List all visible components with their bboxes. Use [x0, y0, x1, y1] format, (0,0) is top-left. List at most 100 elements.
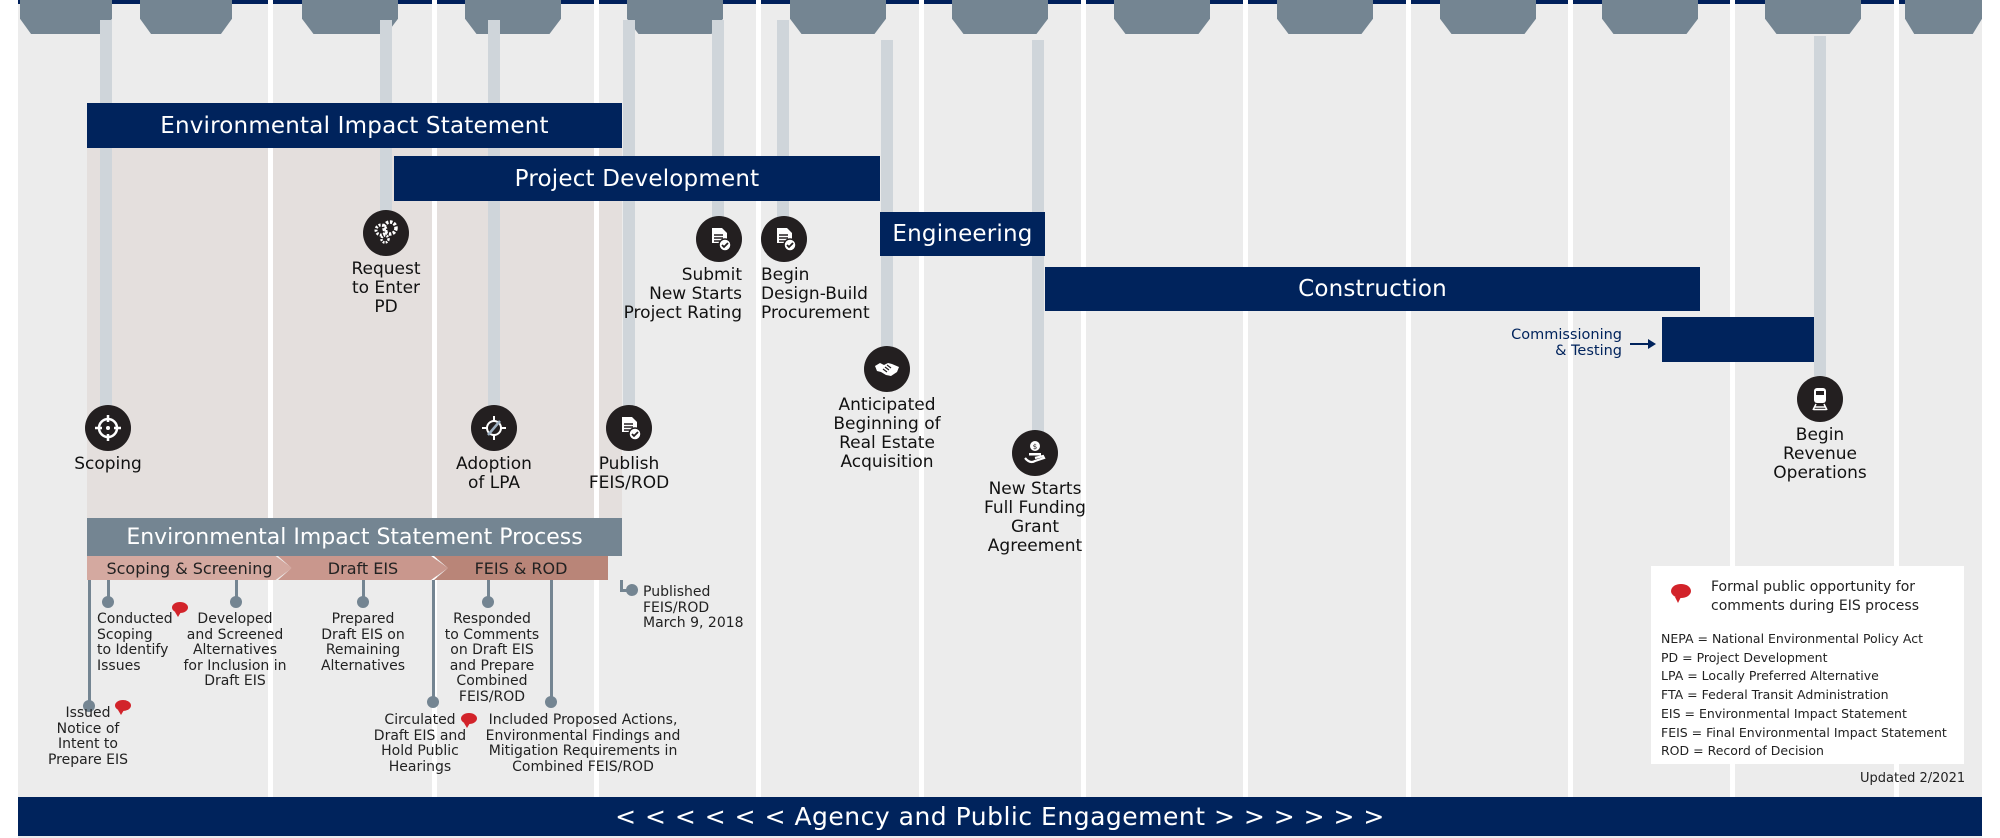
- year-tab: [1114, 0, 1210, 34]
- connector-line: [620, 589, 630, 592]
- document-check-icon: [606, 405, 652, 451]
- eis-phase-draft: Draft EIS: [278, 556, 448, 580]
- year-tab: [1905, 0, 1982, 34]
- milestone-ffga: $ New Starts Full Funding Grant Agreemen…: [960, 430, 1110, 556]
- milestone-revenue-ops: Begin Revenue Operations: [1760, 376, 1880, 483]
- connector-line: [432, 580, 435, 700]
- year-tab: [790, 0, 886, 34]
- eis-process-header: Environmental Impact Statement Process: [87, 518, 622, 556]
- abbreviation-item: ROD = Record of Decision: [1661, 743, 1824, 759]
- step-published-feis: Published FEIS/ROD March 9, 2018: [643, 584, 744, 631]
- phase-bar-label: Environmental Impact Statement: [160, 112, 549, 139]
- milestone-stem: [881, 40, 893, 350]
- year-tab: [140, 0, 232, 34]
- connector-line: [107, 580, 110, 600]
- milestone-submit-new-starts: Submit New Starts Project Rating: [612, 216, 742, 323]
- column-separator: [756, 0, 761, 800]
- milestone-publish-feis: Publish FEIS/ROD: [569, 405, 689, 493]
- comment-bubble-icon: [115, 700, 131, 715]
- column-separator: [594, 0, 599, 800]
- connector-dot: [482, 596, 494, 608]
- step-issued-noi: Issued Notice of Intent to Prepare EIS: [47, 705, 129, 768]
- updated-date: Updated 2/2021: [1860, 771, 1966, 786]
- step-circulated-draft: Circulated Draft EIS and Hold Public Hea…: [373, 712, 467, 775]
- year-tab: [20, 0, 112, 34]
- connector-dot: [230, 596, 242, 608]
- abbreviation-item: EIS = Environmental Impact Statement: [1661, 705, 1907, 721]
- comment-bubble-icon: [1671, 584, 1691, 603]
- abbreviation-item: LPA = Locally Preferred Alternative: [1661, 668, 1879, 684]
- connector-dot: [102, 596, 114, 608]
- comment-bubble-icon: [172, 602, 188, 617]
- document-check-icon: [696, 216, 742, 262]
- column-separator: [268, 0, 273, 800]
- document-check-icon: [761, 216, 807, 262]
- connector-line: [620, 580, 623, 592]
- year-tab: [465, 0, 561, 34]
- column-separator: [919, 0, 924, 800]
- connector-dot: [83, 700, 95, 712]
- commissioning-label: Commissioning & Testing: [1511, 327, 1622, 359]
- connector-line: [88, 580, 91, 705]
- year-tab: [1765, 0, 1861, 34]
- legend: Formal public opportunity for comments d…: [1651, 566, 1964, 764]
- svg-text:$: $: [1033, 443, 1037, 451]
- milestone-stem: [100, 20, 112, 410]
- step-developed-alternatives: Developed and Screened Alternatives for …: [183, 611, 287, 689]
- column-separator: [1406, 0, 1411, 800]
- step-responded-comments: Responded to Comments on Draft EIS and P…: [444, 611, 540, 705]
- column-separator: [1730, 0, 1735, 800]
- eis-phase-scoping: Scoping & Screening: [87, 556, 292, 580]
- column-separator: [432, 0, 437, 800]
- phase-bar-label: Engineering: [892, 221, 1033, 247]
- abbreviation-item: NEPA = National Environmental Policy Act: [1661, 631, 1923, 646]
- milestone-stem: [488, 20, 500, 410]
- phase-bar-eis: Environmental Impact Statement: [87, 103, 622, 148]
- phase-bar-label: Project Development: [514, 165, 760, 192]
- step-prepared-draft-eis: Prepared Draft EIS on Remaining Alternat…: [320, 611, 406, 674]
- arrow-right-icon: [1630, 339, 1656, 349]
- crosshair-icon: [85, 405, 131, 451]
- milestone-begin-design-build: Begin Design-Build Procurement: [761, 216, 891, 323]
- year-tab: [952, 0, 1048, 34]
- abbreviation-item: FTA = Federal Transit Administration: [1661, 687, 1889, 703]
- money-hand-icon: $: [1012, 430, 1058, 476]
- abbreviation-item: FEIS = Final Environmental Impact Statem…: [1661, 724, 1947, 740]
- engagement-footer-bar: < < < < < < Agency and Public Engagement…: [18, 797, 1982, 836]
- phase-bar-commissioning: [1662, 317, 1814, 362]
- step-conducted-scoping: Conducted Scoping to Identify Issues: [97, 611, 173, 674]
- column-separator: [1081, 0, 1086, 800]
- phase-bar-project-development: Project Development: [394, 156, 880, 201]
- abbreviation-list: NEPA = National Environmental Policy Act…: [1661, 630, 1947, 761]
- column-separator: [1243, 0, 1248, 800]
- handshake-icon: [864, 346, 910, 392]
- connector-dot: [427, 696, 439, 708]
- footer-label: < < < < < < Agency and Public Engagement…: [615, 802, 1385, 831]
- connector-line: [550, 580, 553, 700]
- abbreviation-item: PD = Project Development: [1661, 649, 1828, 665]
- phase-bar-engineering: Engineering: [880, 212, 1045, 256]
- connector-line: [235, 580, 238, 600]
- milestone-scoping: Scoping: [48, 405, 168, 474]
- year-tab: [627, 0, 723, 34]
- year-tab: [1602, 0, 1698, 34]
- step-included-actions: Included Proposed Actions, Environmental…: [485, 712, 681, 775]
- column-separator: [1568, 0, 1573, 800]
- milestone-request-pd: Request to Enter PD: [326, 210, 446, 317]
- milestone-stem: [1814, 36, 1826, 376]
- eis-phase-feis: FEIS & ROD: [434, 556, 608, 580]
- compass-icon: [471, 405, 517, 451]
- phase-bar-label: Construction: [1298, 276, 1447, 302]
- legend-comment-text: Formal public opportunity for comments d…: [1711, 579, 1919, 614]
- connector-dot: [626, 584, 638, 596]
- year-tab: [1440, 0, 1536, 34]
- comment-bubble-icon: [461, 713, 477, 728]
- connector-line: [362, 580, 365, 600]
- milestone-real-estate: Anticipated Beginning of Real Estate Acq…: [812, 346, 962, 472]
- connector-dot: [545, 696, 557, 708]
- connector-dot: [357, 596, 369, 608]
- milestone-stem: [623, 20, 635, 410]
- eis-phase-strip: Scoping & Screening Draft EIS FEIS & ROD: [87, 556, 622, 580]
- year-tab: [1277, 0, 1373, 34]
- gears-icon: [363, 210, 409, 256]
